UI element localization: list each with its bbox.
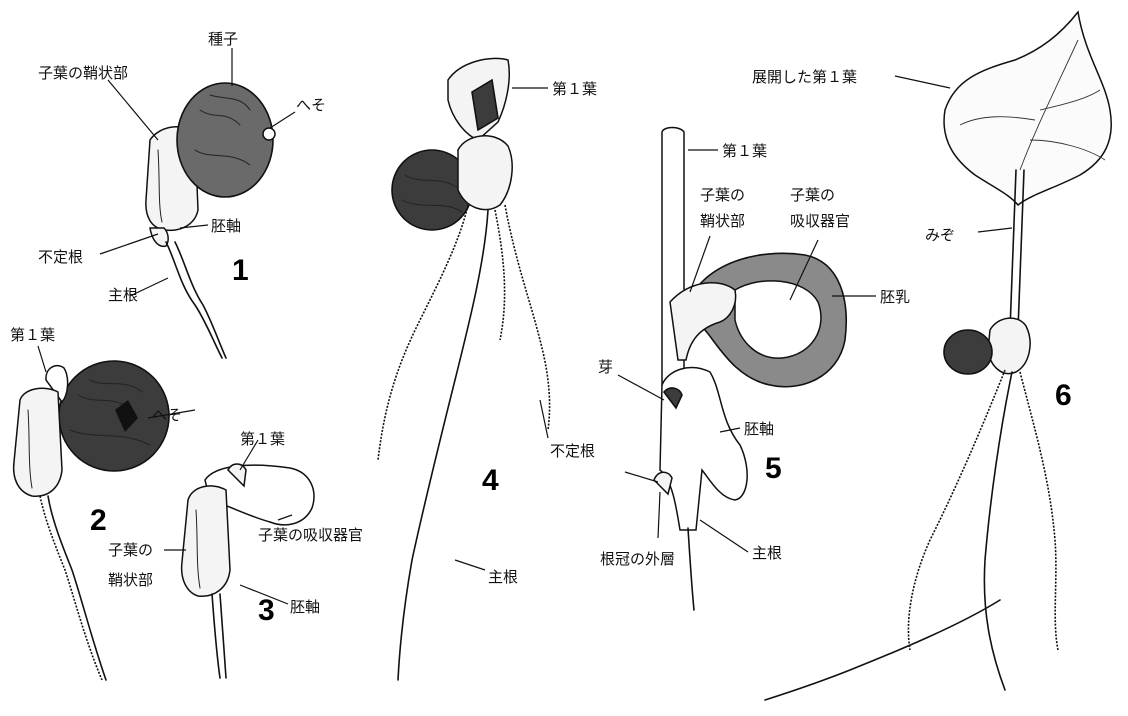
- label-p5-sheath-line2: 鞘状部: [700, 212, 745, 230]
- label-p5-bud: 芽: [598, 358, 613, 376]
- label-p4-adventitious: 不定根: [550, 442, 595, 460]
- label-p3-first-leaf: 第１葉: [240, 430, 285, 448]
- panel-number-1: 1: [232, 254, 249, 287]
- panel-3-drawing: [182, 464, 314, 678]
- label-p3-absorber: 子葉の吸収器官: [258, 526, 363, 544]
- panel-number-3: 3: [258, 594, 275, 627]
- label-p3-sheath-line2: 鞘状部: [108, 571, 153, 589]
- label-p2-first-leaf: 第１葉: [10, 326, 55, 344]
- label-p1-hypocotyl: 胚軸: [211, 217, 241, 235]
- label-p1-sheath: 子葉の鞘状部: [38, 64, 128, 82]
- label-p6-expanded-leaf: 展開した第１葉: [752, 68, 857, 86]
- panel-number-6: 6: [1055, 379, 1072, 412]
- label-p5-first-leaf: 第１葉: [722, 142, 767, 160]
- label-p3-sheath-line1: 子葉の: [108, 541, 153, 559]
- panel-number-2: 2: [90, 504, 107, 537]
- label-p4-first-leaf: 第１葉: [552, 80, 597, 98]
- label-p1-taproot: 主根: [108, 286, 138, 304]
- label-p2-hilum: へそ: [152, 406, 182, 424]
- label-p1-adventitious: 不定根: [38, 248, 83, 266]
- label-p5-endosperm: 胚乳: [880, 288, 910, 306]
- label-p5-sheath-line1: 子葉の: [700, 186, 745, 204]
- panel-numbers: 1 2 3 4 5 6: [90, 254, 1072, 627]
- label-p1-seed: 種子: [208, 30, 238, 48]
- panel-number-4: 4: [482, 464, 499, 497]
- label-p5-hypocotyl: 胚軸: [744, 420, 774, 438]
- label-p5-absorber-line1: 子葉の: [790, 186, 835, 204]
- label-p3-hypocotyl: 胚軸: [290, 598, 320, 616]
- label-p4-taproot: 主根: [488, 568, 518, 586]
- label-p5-taproot: 主根: [752, 544, 782, 562]
- label-p5-root-cap: 根冠の外層: [600, 550, 675, 568]
- label-p5-absorber-line2: 吸収器官: [790, 212, 850, 230]
- panel-number-5: 5: [765, 452, 782, 485]
- panel-4-drawing: [378, 58, 550, 680]
- label-p6-groove: みぞ: [925, 226, 955, 244]
- label-p1-hilum: へそ: [296, 96, 326, 114]
